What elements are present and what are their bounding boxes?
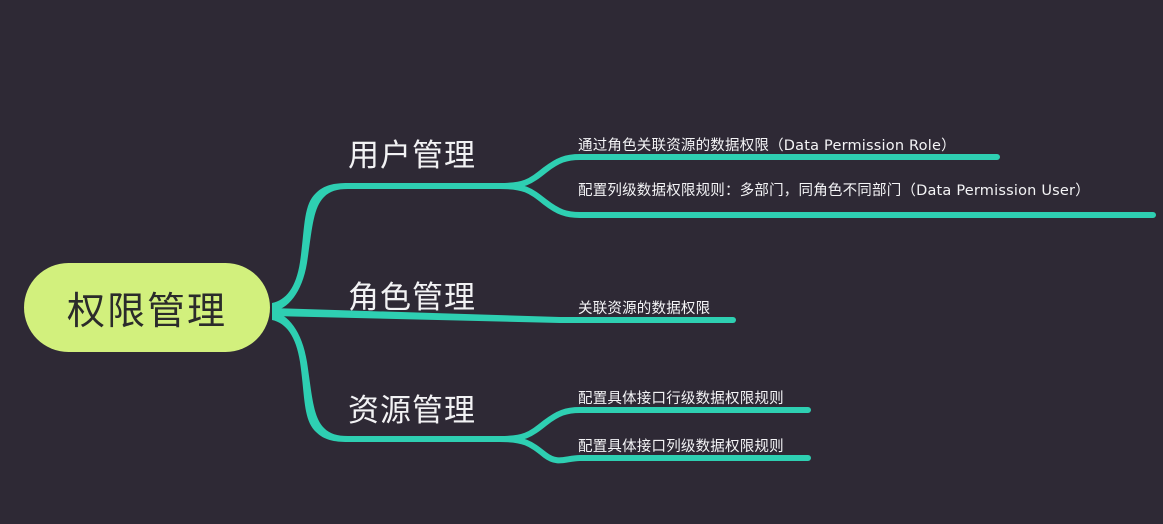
branch-label-resource-management[interactable]: 资源管理 xyxy=(348,393,476,429)
leaf-label-row-level-rule[interactable]: 配置具体接口行级数据权限规则 xyxy=(578,391,784,407)
leaf-label-column-level-rule[interactable]: 配置具体接口列级数据权限规则 xyxy=(578,439,784,455)
branch-label-role-management[interactable]: 角色管理 xyxy=(348,280,476,316)
leaf-label-role-resource-permission[interactable]: 关联资源的数据权限 xyxy=(578,301,711,317)
leaf-label-data-permission-role[interactable]: 通过角色关联资源的数据权限（Data Permission Role） xyxy=(578,138,956,154)
leaf-connector-3-2 xyxy=(497,436,811,464)
leaf-label-data-permission-user[interactable]: 配置列级数据权限规则：多部门，同角色不同部门（Data Permission U… xyxy=(578,183,1090,199)
trunk-branch-2 xyxy=(272,308,560,323)
branch-label-user-management[interactable]: 用户管理 xyxy=(348,138,476,174)
root-node[interactable]: 权限管理 xyxy=(24,263,270,352)
root-node-label: 权限管理 xyxy=(66,289,227,333)
leaf-connector-1-2 xyxy=(497,183,1156,218)
